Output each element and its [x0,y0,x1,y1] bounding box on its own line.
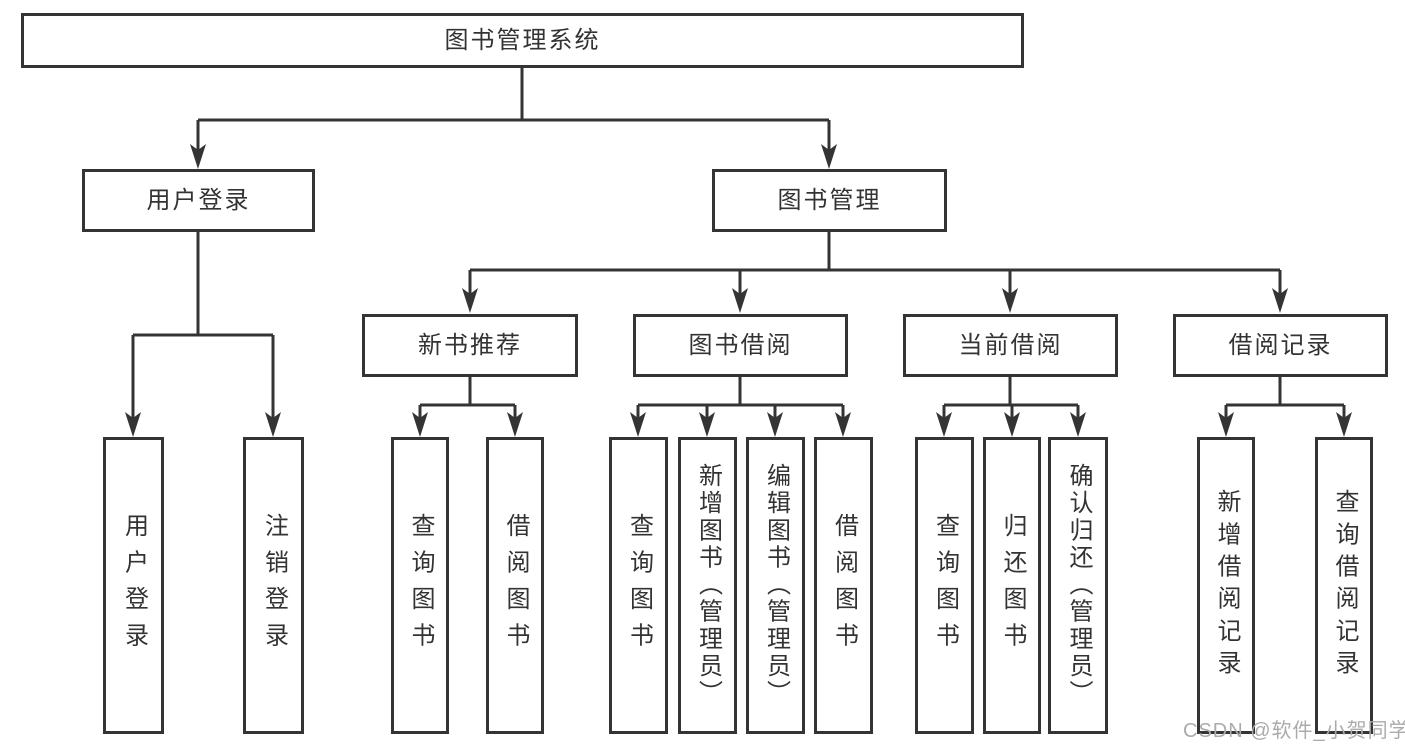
leaf-borrow-edit-books-admin: 编辑图书（管理员） [746,437,805,734]
leaf-borrow-borrow-books: 借阅图书 [814,437,873,734]
leaf-current-query-books: 查询图书 [915,437,974,734]
node-label: 新增图书（管理员） [694,463,722,708]
leaf-logout: 注销登录 [243,437,304,734]
node-label: 新增借阅记录 [1213,489,1240,682]
node-label: 查询图书 [931,512,959,659]
node-current-borrow: 当前借阅 [903,314,1118,377]
leaf-records-add-record: 新增借阅记录 [1197,437,1255,734]
csdn-watermark: CSDN @软件_小贺同学 [1183,720,1405,742]
node-book-management: 图书管理 [712,169,947,232]
leaf-recommend-borrow-books: 借阅图书 [486,437,544,734]
node-borrow-records: 借阅记录 [1173,314,1388,377]
node-root: 图书管理系统 [21,13,1024,68]
leaf-current-return-books: 归还图书 [983,437,1041,734]
node-label: 借阅图书 [830,512,858,659]
node-label: 查询图书 [625,512,653,659]
node-label: 用户登录 [120,512,148,659]
node-label: 编辑图书（管理员） [762,463,790,708]
leaf-user-login: 用户登录 [103,437,164,734]
node-label: 注销登录 [260,512,288,659]
leaf-borrow-add-books-admin: 新增图书（管理员） [678,437,737,734]
leaf-current-confirm-return-admin: 确认归还（管理员） [1048,437,1108,734]
node-label: 查询借阅记录 [1331,489,1358,682]
leaf-recommend-query-books: 查询图书 [391,437,449,734]
node-label: 确认归还（管理员） [1065,463,1092,708]
node-new-book-recommend: 新书推荐 [362,314,578,377]
node-label: 借阅图书 [502,512,529,659]
node-label: 查询图书 [407,512,434,659]
node-book-borrow: 图书借阅 [633,314,848,377]
leaf-borrow-query-books: 查询图书 [609,437,668,734]
node-user-login: 用户登录 [82,169,315,232]
leaf-records-query-record: 查询借阅记录 [1315,437,1373,734]
node-label: 归还图书 [999,512,1026,659]
